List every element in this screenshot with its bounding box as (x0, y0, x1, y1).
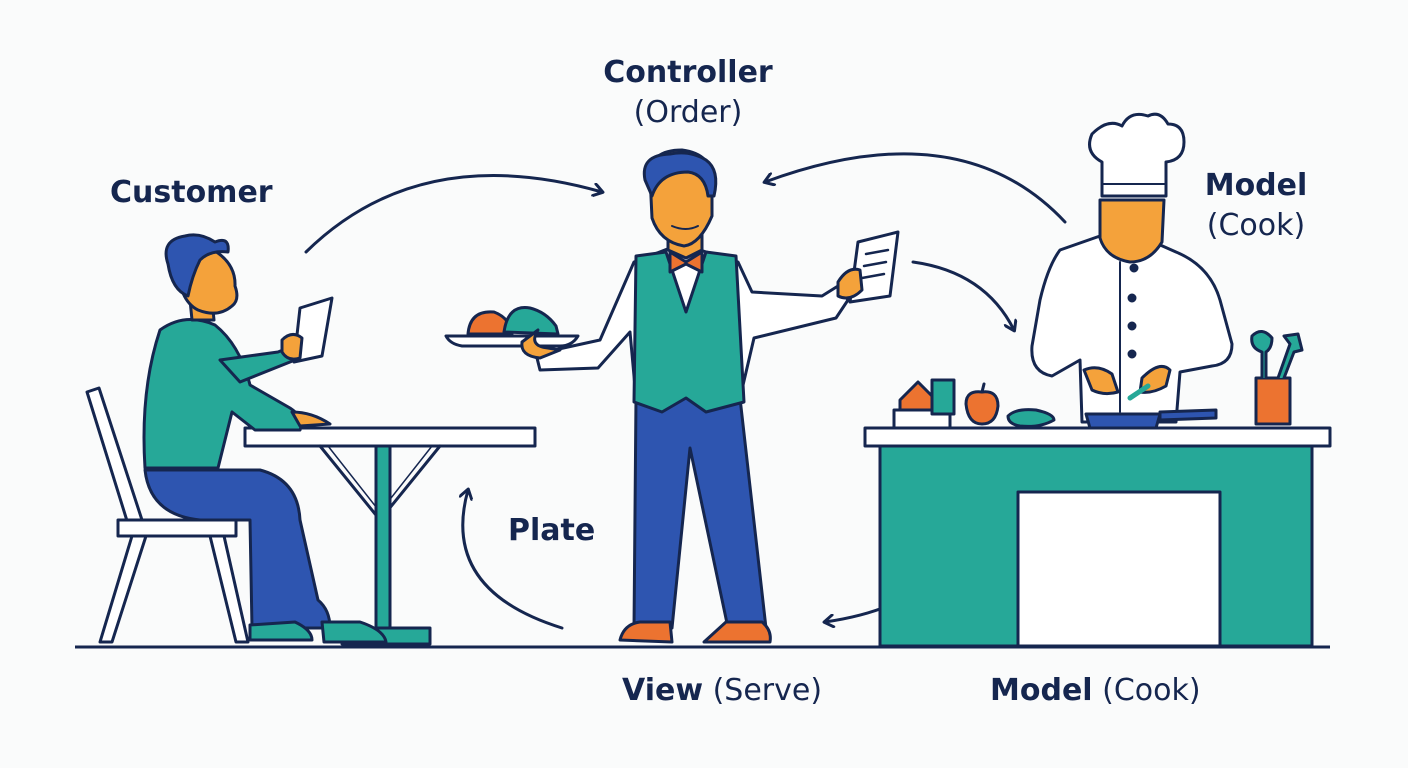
customer-figure (85, 233, 537, 646)
customer-title: Customer (110, 175, 273, 210)
view-label: View (Serve) (622, 673, 822, 709)
arrow-plate-up (463, 490, 564, 630)
customer-label: Customer (110, 175, 273, 211)
plate-label: Plate (508, 513, 595, 549)
model-bottom-title: Model (990, 673, 1093, 708)
cook-figure (863, 112, 1332, 648)
waiter-figure (444, 148, 900, 644)
controller-subtitle: (Order) (633, 95, 743, 130)
controller-title: Controller (603, 55, 773, 90)
chair (85, 386, 250, 644)
customer-legs (143, 468, 332, 630)
view-title: View (622, 673, 704, 708)
model-subtitle: (Cook) (1206, 208, 1306, 243)
waiter-vest (632, 250, 746, 414)
waiter-pants (632, 396, 768, 630)
arrow-customer-to-controller (304, 174, 602, 254)
model-title: Model (1204, 168, 1308, 203)
arrow-model-to-controller (765, 152, 1067, 224)
view-subtitle: (Serve) (712, 673, 823, 708)
model-bottom-label: Model (Cook) (990, 673, 1201, 709)
model-label: Model (Cook) (1205, 168, 1308, 244)
controller-label: Controller (Order) (603, 55, 772, 131)
arrow-controller-to-model (911, 260, 1014, 330)
plate-title: Plate (508, 513, 596, 548)
chef-hat-icon (1088, 112, 1186, 198)
model-bottom-subtitle: (Cook) (1102, 673, 1201, 708)
